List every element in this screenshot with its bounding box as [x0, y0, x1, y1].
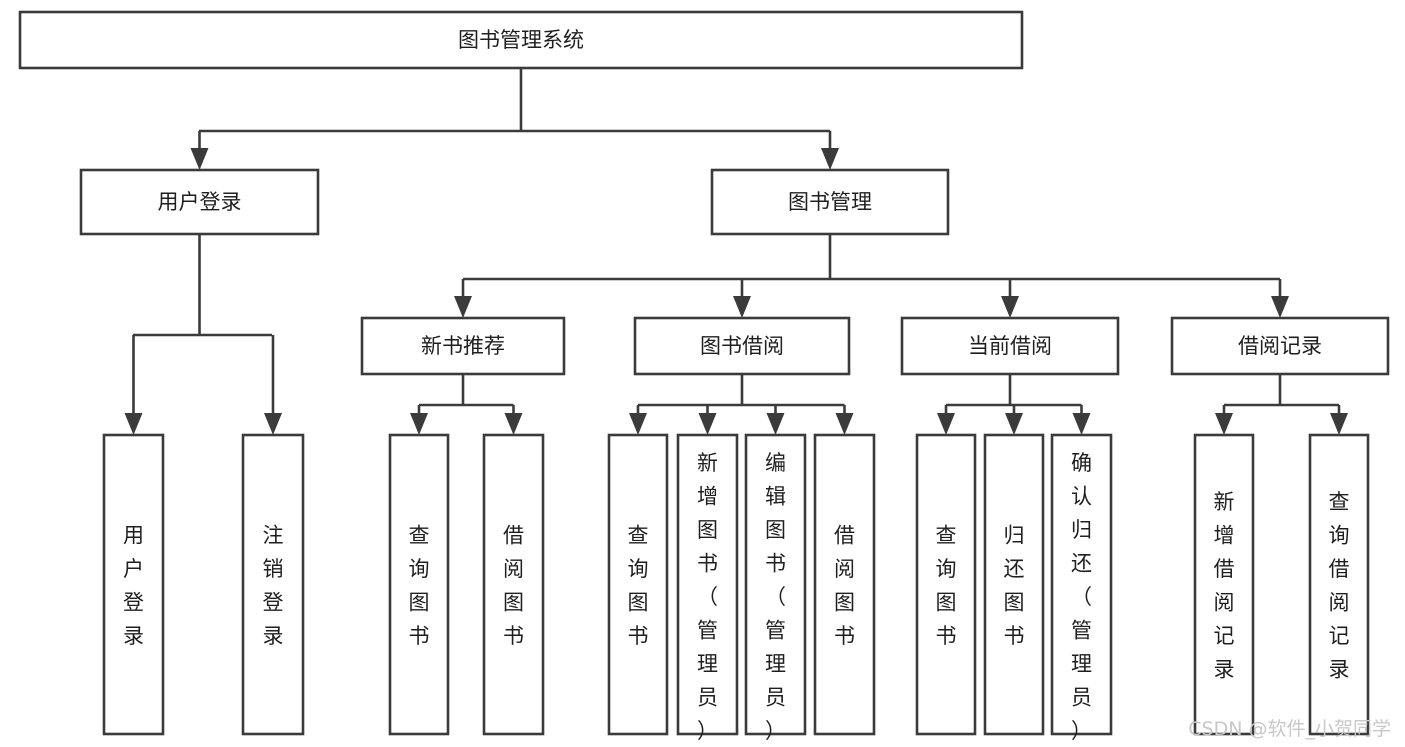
node-leaf-query-borrow-record-label: 查询借阅记录 — [1329, 490, 1350, 682]
node-root-图书管理系统[interactable]: 图书管理系统 — [18, 10, 1024, 70]
arrow-head-new-book-recommend — [454, 296, 472, 318]
node-leaf-query-book-2-label: 查询图书 — [628, 524, 649, 649]
node-user-login-label: 用户登录 — [158, 190, 242, 214]
node-leaf-return-book[interactable]: 归还图书 — [983, 433, 1045, 736]
node-leaf-user-login-label: 用户登录 — [123, 524, 144, 649]
node-leaf-query-book-1-label: 查询图书 — [409, 524, 430, 649]
node-book-management-box[interactable] — [710, 168, 950, 236]
arrow-head-leaf-borrow-book-2 — [835, 413, 854, 435]
arrow-head-leaf-query-book-3 — [937, 413, 955, 435]
node-borrow-record-box[interactable] — [1170, 316, 1390, 376]
node-book-management-label: 图书管理 — [788, 190, 872, 214]
node-leaf-query-book-3[interactable]: 查询图书 — [915, 433, 977, 736]
node-new-book-recommend-box[interactable] — [360, 316, 566, 376]
node-current-borrow-label: 当前借阅 — [968, 334, 1052, 358]
node-book-borrow[interactable]: 图书借阅 — [633, 316, 851, 376]
node-new-book-recommend-label: 新书推荐 — [421, 334, 505, 358]
node-leaf-borrow-book-2-label: 借阅图书 — [834, 524, 855, 649]
node-current-borrow[interactable]: 当前借阅 — [900, 316, 1120, 376]
node-leaf-borrow-book-1[interactable]: 借阅图书 — [482, 433, 545, 736]
node-leaf-add-borrow-record-label: 新增借阅记录 — [1214, 490, 1235, 682]
node-new-book-recommend[interactable]: 新书推荐 — [360, 316, 566, 376]
node-borrow-record-label: 借阅记录 — [1238, 334, 1322, 358]
node-leaf-borrow-book-2-box[interactable] — [813, 433, 876, 736]
node-book-management[interactable]: 图书管理 — [710, 168, 950, 236]
arrow-head-book-borrow — [733, 296, 751, 318]
node-leaf-return-book-label: 归还图书 — [1004, 524, 1025, 649]
node-leaf-query-book-3-box[interactable] — [915, 433, 977, 736]
arrow-head-user-login — [190, 148, 209, 170]
node-leaf-add-book-box[interactable] — [676, 433, 739, 736]
node-current-borrow-box[interactable] — [900, 316, 1120, 376]
arrow-head-book-management — [821, 148, 839, 170]
node-leaf-confirm-return-box[interactable] — [1050, 433, 1113, 736]
node-leaf-query-book-1-box[interactable] — [388, 433, 450, 736]
node-user-login[interactable]: 用户登录 — [79, 168, 320, 236]
node-leaf-query-book-2-box[interactable] — [607, 433, 669, 736]
node-leaf-borrow-book-1-box[interactable] — [482, 433, 545, 736]
node-leaf-return-book-box[interactable] — [983, 433, 1045, 736]
node-book-borrow-label: 图书借阅 — [700, 334, 784, 358]
arrow-head-leaf-borrow-book-1 — [504, 413, 523, 435]
node-borrow-record[interactable]: 借阅记录 — [1170, 316, 1390, 376]
arrow-head-leaf-edit-book — [766, 413, 785, 435]
node-root-图书管理系统-label: 图书管理系统 — [458, 28, 584, 52]
arrow-head-borrow-record — [1271, 296, 1289, 318]
node-leaf-query-borrow-record-box[interactable] — [1308, 433, 1370, 736]
arrow-head-leaf-query-book-2 — [629, 413, 647, 435]
arrow-head-leaf-confirm-return — [1072, 413, 1091, 435]
node-leaf-confirm-return[interactable]: 确认归还（管理员） — [1050, 433, 1113, 743]
node-user-login-box[interactable] — [79, 168, 320, 236]
connectors-group — [124, 68, 1348, 435]
arrow-head-leaf-query-borrow-record — [1330, 413, 1348, 435]
arrow-head-leaf-return-book — [1005, 413, 1023, 435]
node-leaf-edit-book[interactable]: 编辑图书（管理员） — [744, 433, 807, 743]
arrow-head-leaf-logout-login — [264, 413, 282, 435]
node-leaf-user-login-box[interactable] — [102, 433, 165, 736]
node-leaf-borrow-book-2[interactable]: 借阅图书 — [813, 433, 876, 736]
node-leaf-query-book-2[interactable]: 查询图书 — [607, 433, 669, 736]
node-leaf-add-book[interactable]: 新增图书（管理员） — [676, 433, 739, 743]
node-leaf-confirm-return-label: 确认归还（管理员） — [1071, 451, 1092, 743]
node-root-图书管理系统-box[interactable] — [18, 10, 1024, 70]
node-leaf-add-borrow-record-box[interactable] — [1193, 433, 1255, 736]
node-leaf-add-book-label: 新增图书（管理员） — [697, 451, 718, 743]
node-leaf-query-book-3-label: 查询图书 — [936, 524, 957, 649]
arrow-head-leaf-add-book — [698, 413, 717, 435]
arrow-head-leaf-add-borrow-record — [1215, 413, 1233, 435]
node-leaf-query-borrow-record[interactable]: 查询借阅记录 — [1308, 433, 1370, 736]
node-leaf-logout-login-box[interactable] — [241, 433, 305, 736]
node-leaf-logout-login-label: 注销登录 — [263, 524, 284, 649]
node-leaf-logout-login[interactable]: 注销登录 — [241, 433, 305, 736]
node-leaf-add-borrow-record[interactable]: 新增借阅记录 — [1193, 433, 1255, 736]
arrow-head-leaf-user-login — [124, 413, 143, 435]
node-leaf-edit-book-label: 编辑图书（管理员） — [765, 451, 786, 743]
node-leaf-user-login[interactable]: 用户登录 — [102, 433, 165, 736]
node-book-borrow-box[interactable] — [633, 316, 851, 376]
csdn-watermark: CSDN @软件_小贺同学 — [1188, 718, 1391, 740]
arrow-head-current-borrow — [1001, 296, 1019, 318]
node-leaf-query-book-1[interactable]: 查询图书 — [388, 433, 450, 736]
nodes-group: 图书管理系统用户登录图书管理新书推荐图书借阅当前借阅借阅记录用户登录注销登录查询… — [18, 10, 1390, 743]
node-leaf-edit-book-box[interactable] — [744, 433, 807, 736]
arrow-head-leaf-query-book-1 — [410, 413, 428, 435]
node-leaf-borrow-book-1-label: 借阅图书 — [503, 524, 524, 649]
